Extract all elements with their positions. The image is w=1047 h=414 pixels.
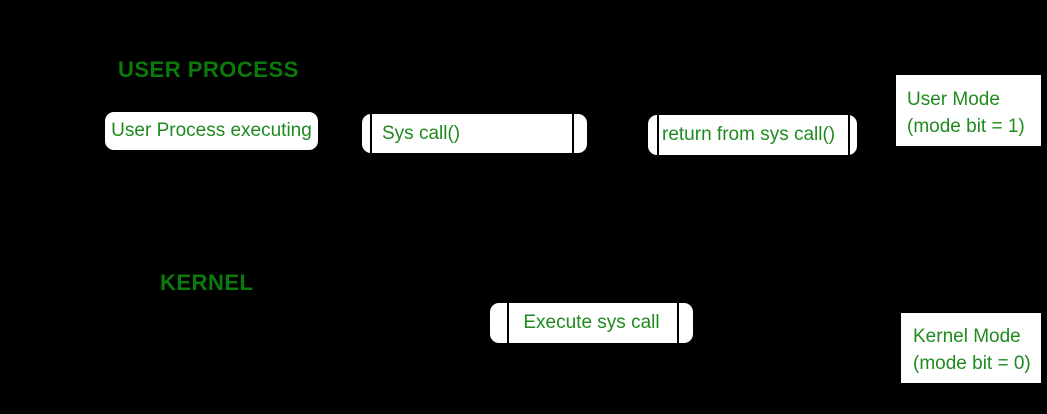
user-process-heading: USER PROCESS xyxy=(118,57,299,82)
segment-divider xyxy=(848,115,850,155)
user-mode-box: User Mode (mode bit = 1) xyxy=(896,75,1041,146)
segment-divider xyxy=(572,114,574,153)
kernel-mode-box: Kernel Mode (mode bit = 0) xyxy=(901,313,1041,383)
execute-sys-call-label: Execute sys call xyxy=(523,312,660,333)
segment-divider xyxy=(677,303,679,343)
kernel-mode-line2: (mode bit = 0) xyxy=(913,353,1031,374)
kernel-heading: KERNEL xyxy=(160,270,254,295)
segment-divider xyxy=(657,115,659,155)
sys-call-box: Sys call() xyxy=(362,114,587,153)
return-from-sys-call-label: return from sys call() xyxy=(662,124,836,145)
user-process-executing-label: User Process executing xyxy=(111,120,312,141)
segment-divider xyxy=(370,114,372,153)
execute-sys-call-box: Execute sys call xyxy=(490,303,693,343)
user-process-executing-box: User Process executing xyxy=(105,112,318,150)
segment-divider xyxy=(507,303,509,343)
return-from-sys-call-box: return from sys call() xyxy=(648,115,857,155)
user-mode-line1: User Mode xyxy=(907,89,1000,110)
user-mode-line2: (mode bit = 1) xyxy=(907,116,1025,137)
kernel-mode-line1: Kernel Mode xyxy=(913,326,1021,347)
sys-call-label: Sys call() xyxy=(382,122,461,144)
